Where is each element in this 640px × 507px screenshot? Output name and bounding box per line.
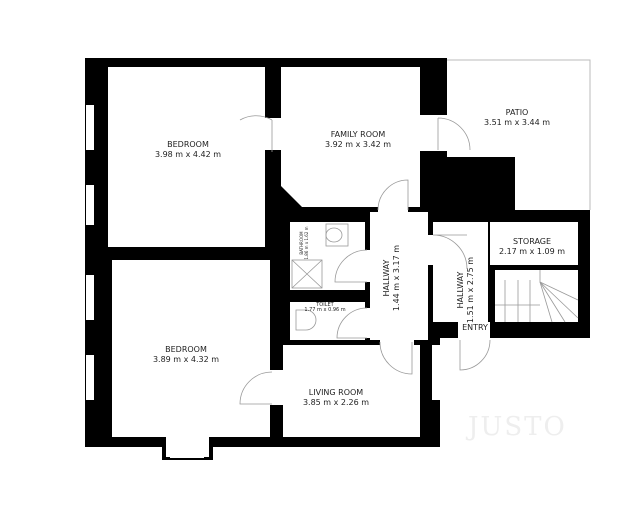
toilet-icon [295,309,317,331]
door-swing [334,249,368,283]
door-gap [264,118,282,150]
bedroom-bottom [112,260,270,437]
room-name: TOILET [316,302,334,308]
door-swing [239,115,273,152]
door-gap [269,370,285,405]
room-name: STORAGE [512,237,552,246]
window [86,185,94,225]
room-size: 3.89 m x 4.32 m [152,355,220,364]
shower-icon [291,259,323,289]
entry [458,322,490,336]
hallway-center [370,212,428,340]
room-size: 3.85 m x 2.26 m [302,398,370,407]
door-swing [437,117,471,151]
window [86,355,94,400]
living-room [283,345,420,437]
door-gap [378,204,408,214]
room-name: LIVING ROOM [308,388,364,397]
stairs [495,270,578,322]
sink-basin [325,227,343,243]
room-size: 1.86 m x 1.62 m [304,226,309,260]
room-size: 1.51 m x 2.75 m [466,256,475,324]
room-size: 3.51 m x 3.44 m [483,118,551,127]
window [86,105,94,150]
toilet [290,302,365,340]
door-swing [379,341,413,375]
room-name: BEDROOM [165,345,207,354]
rooms [86,67,578,458]
door-gap [380,338,414,347]
door-swing [377,179,409,211]
room-size: 1.44 m x 3.17 m [392,244,401,312]
door-gap [364,308,372,338]
room-size: 3.92 m x 3.42 m [324,140,392,149]
room-name: PATIO [505,108,529,117]
door-gap [426,235,435,265]
window [432,345,440,400]
bedroom-top [108,67,265,247]
door-swing [336,307,368,339]
window [170,452,204,458]
hallway-right [433,222,488,322]
door-gap [364,250,372,282]
room-size: 3.98 m x 4.42 m [154,150,222,159]
room-size: 2.17 m x 1.09 m [498,247,566,256]
door-gap [458,336,490,340]
watermark-logo: JUSTO [468,412,567,442]
storage [490,222,578,265]
stairs-lines [495,270,579,323]
room-name: HALLWAY [456,271,465,309]
door-gap [419,115,449,151]
family-room [281,67,420,207]
room-name: BEDROOM [167,140,209,149]
door-swing [432,234,468,270]
door-swing [239,371,273,405]
fixtures [239,115,579,405]
entry-label: ENTRY [462,323,488,332]
room-name: HALLWAY [382,259,391,297]
door-swing [459,339,491,371]
room-size: 1.77 m x 0.96 m [304,307,346,313]
patio [447,59,591,210]
window [86,275,94,320]
room-name: FAMILY ROOM [330,130,386,139]
